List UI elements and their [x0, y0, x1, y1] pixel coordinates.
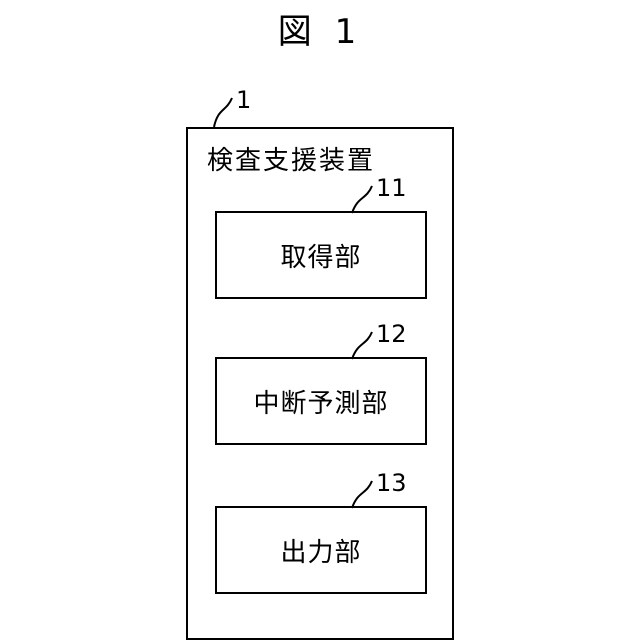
unit-ref-number-11: 11	[376, 176, 407, 200]
output-unit-label: 出力部	[280, 532, 361, 569]
acquisition-unit-box: 取得部	[215, 211, 427, 299]
device-label: 検査支援装置	[207, 140, 375, 177]
interruption-prediction-unit-box: 中断予測部	[215, 357, 427, 445]
unit-ref-number-12: 12	[376, 322, 407, 346]
acquisition-unit-label: 取得部	[280, 237, 361, 274]
output-unit-box: 出力部	[215, 506, 427, 594]
interruption-prediction-unit-label: 中断予測部	[253, 383, 388, 420]
device-ref-number: 1	[236, 88, 251, 112]
leader-line-device	[214, 98, 232, 127]
unit-ref-number-13: 13	[376, 471, 407, 495]
